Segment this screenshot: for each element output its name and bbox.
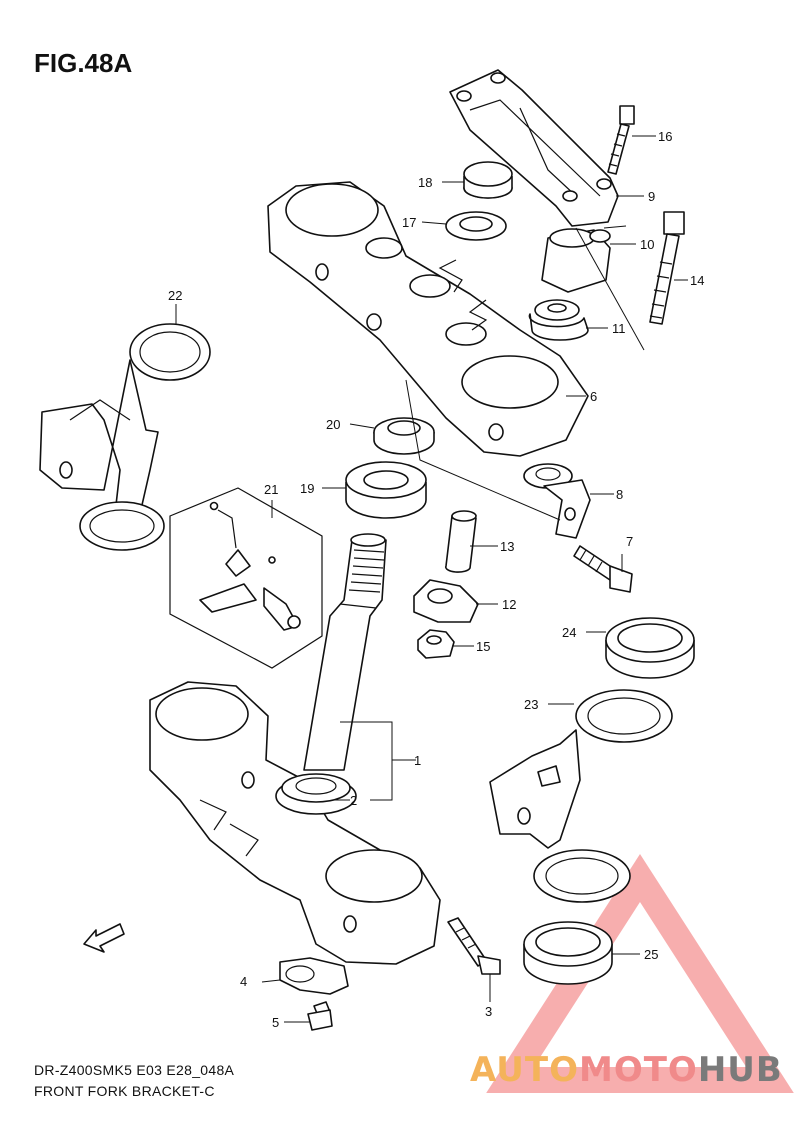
- lower-bracket: [149, 681, 441, 965]
- callout-23: 23: [524, 697, 538, 712]
- watermark-auto: AUTO: [470, 1050, 579, 1090]
- bolt-3: [447, 917, 501, 975]
- callout-20: 20: [326, 417, 340, 432]
- callout-11: 11: [612, 321, 626, 336]
- callout-9: 9: [648, 189, 655, 204]
- callout-21: 21: [264, 482, 278, 497]
- seal-24: [605, 617, 695, 679]
- bolt-16: [607, 105, 635, 175]
- handlebar-holder: [449, 69, 619, 227]
- seal-25: [523, 921, 613, 985]
- callout-13: 13: [500, 539, 514, 554]
- bracket-23: [489, 689, 673, 903]
- watermark-hub: HUB: [697, 1050, 783, 1090]
- callout-10: 10: [640, 237, 654, 252]
- callout-7: 7: [626, 534, 633, 549]
- callout-14: 14: [690, 273, 704, 288]
- cap-18: [463, 161, 513, 199]
- watermark-moto: MOTO: [578, 1050, 698, 1090]
- callout-17: 17: [402, 215, 416, 230]
- callout-2: 2: [350, 793, 357, 808]
- bracket-22: [39, 323, 211, 551]
- spacer-13: [444, 510, 477, 573]
- fwd-arrow-icon: FWD: [83, 923, 125, 953]
- model-code: DR-Z400SMK5 E03 E28_048A: [34, 1062, 235, 1078]
- leader-lines: [175, 135, 688, 1023]
- callout-labels: 1 2 3 4 5 6 7 8 9 10 11 12 13 14 15 16 1…: [168, 129, 704, 1030]
- bearing-19: [345, 461, 427, 519]
- figure-caption: FRONT FORK BRACKET-C: [34, 1083, 215, 1099]
- cushion-11: [528, 299, 589, 341]
- callout-22: 22: [168, 288, 182, 303]
- nut-15: [417, 629, 455, 659]
- holder-10: [541, 228, 611, 293]
- bolt-14: [649, 211, 685, 325]
- callout-24: 24: [562, 625, 576, 640]
- callout-4: 4: [240, 974, 247, 989]
- callout-18: 18: [418, 175, 432, 190]
- washer-17: [445, 211, 507, 241]
- stopper-8: [523, 463, 591, 539]
- callout-16: 16: [658, 129, 672, 144]
- figure-title: FIG.48A: [34, 48, 133, 78]
- nut-20: [373, 417, 435, 455]
- clamp-4: [279, 957, 349, 995]
- upper-bracket: [267, 181, 589, 457]
- callout-8: 8: [616, 487, 623, 502]
- callout-1: 1: [414, 753, 421, 768]
- callout-25: 25: [644, 947, 658, 962]
- lock-12: [413, 579, 479, 623]
- callout-19: 19: [300, 481, 314, 496]
- callout-5: 5: [272, 1015, 279, 1030]
- watermark-logo-text: AUTOMOTOHUB: [470, 1050, 783, 1090]
- kit-box-21: [169, 487, 323, 669]
- callout-3: 3: [485, 1004, 492, 1019]
- callout-6: 6: [590, 389, 597, 404]
- steering-stem: [303, 533, 387, 771]
- callout-12: 12: [502, 597, 516, 612]
- screw-5: [307, 1001, 333, 1031]
- callout-15: 15: [476, 639, 490, 654]
- bolt-7: [573, 545, 633, 593]
